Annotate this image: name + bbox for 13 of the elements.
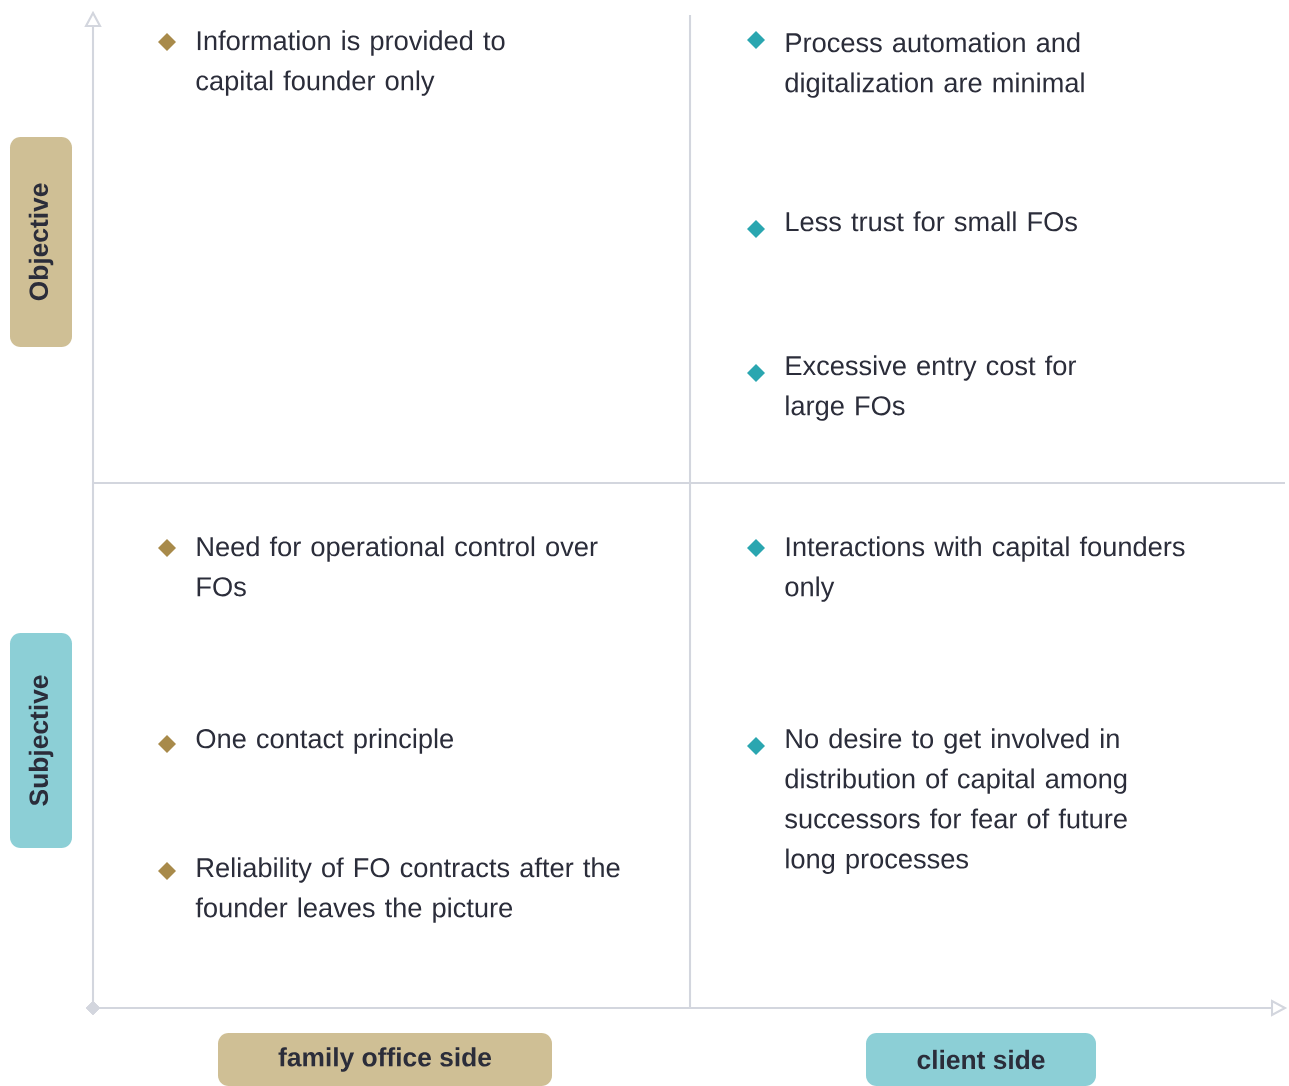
axis-tag: client side <box>866 1033 1096 1086</box>
bullet-text: Information is provided to capital founder only <box>196 30 505 96</box>
axis-tag: Subjective <box>10 633 72 848</box>
bullet-text: One contact principle <box>196 728 453 754</box>
bullet-text: No desire to get involved in distribution of capital among successors for fear of future long processes <box>785 728 1127 874</box>
bullet-text: Less trust for small FOs <box>786 211 1077 232</box>
axis-tag: family office side <box>218 1033 552 1086</box>
bullet-text: Need for operational control over FOs <box>197 536 598 597</box>
bullet-text: Excessive entry cost for large FOs <box>786 355 1076 421</box>
bullet-text: Reliability of FO contracts after the founder leaves the picture <box>195 857 620 923</box>
bullet-text: Interactions with capital founders only <box>785 536 1185 602</box>
axis-tag: Objective <box>10 137 72 347</box>
bullet-text: Process automation and digitalization are minimal <box>785 32 1084 98</box>
